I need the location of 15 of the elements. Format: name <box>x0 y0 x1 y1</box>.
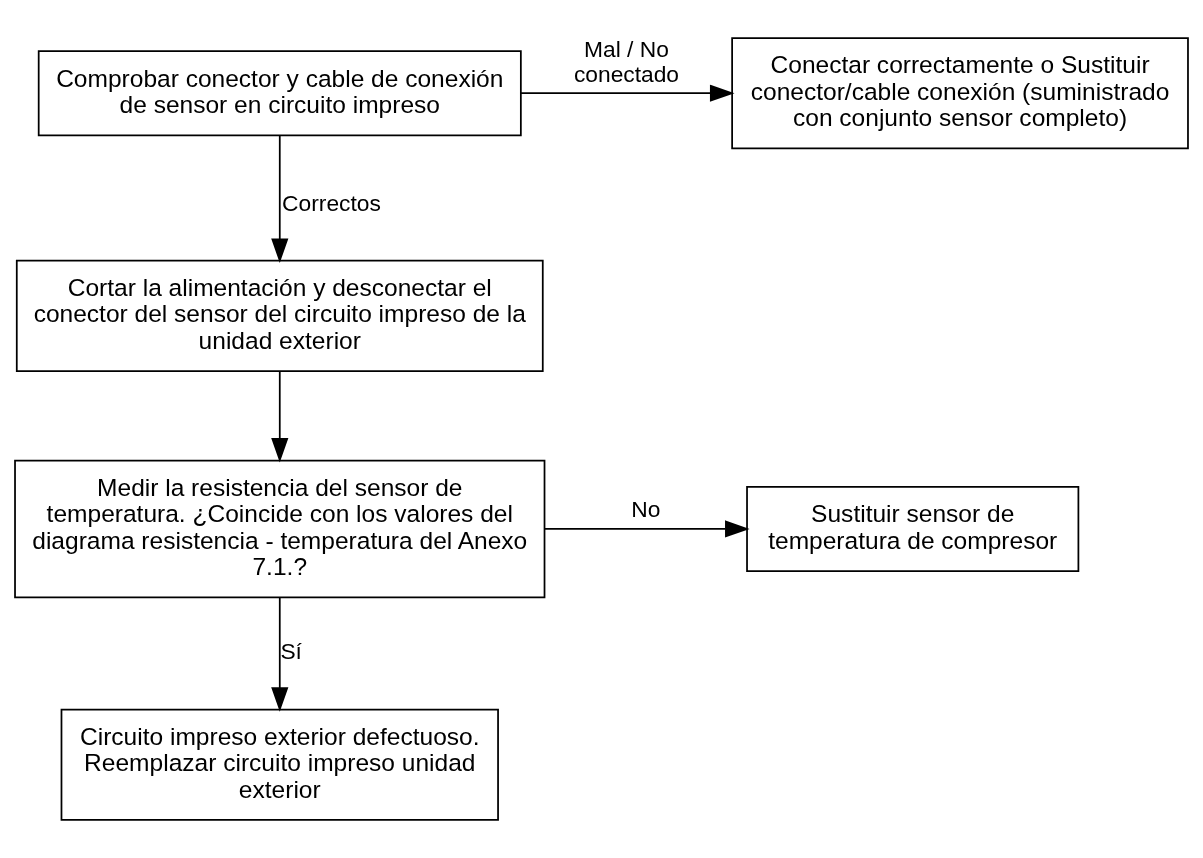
edge-label: Sí <box>280 638 302 665</box>
arrow <box>271 134 289 264</box>
node-box: Comprobar conector y cable de conexión de sensor en circuito impreso <box>37 50 522 137</box>
node-box: Circuito impreso exterior defectuoso. Reemplazar circuito impreso unidad exterior <box>60 708 499 821</box>
edge-label: No <box>631 496 661 523</box>
node-box: Medir la resistencia del sensor de temperatura. ¿Coincide con los valores del diagrama resistencia - temperatura del Anexo 7.1.? <box>14 459 546 599</box>
arrow <box>520 84 735 102</box>
node-box: Sustituir sensor de temperatura de compresor <box>746 486 1080 572</box>
arrow <box>271 597 289 712</box>
node-box: Cortar la alimentación y desconectar el conector del sensor del circuito impreso de la unidad exterior <box>15 259 544 372</box>
edge-label: Correctos <box>282 189 381 216</box>
node-box: Conectar correctamente o Sustituir conector/cable conexión (suministrado con conjunto sensor completo) <box>731 37 1189 150</box>
arrow <box>543 520 750 538</box>
arrow <box>271 370 289 463</box>
edge-label: Mal / No conectado <box>573 36 680 87</box>
